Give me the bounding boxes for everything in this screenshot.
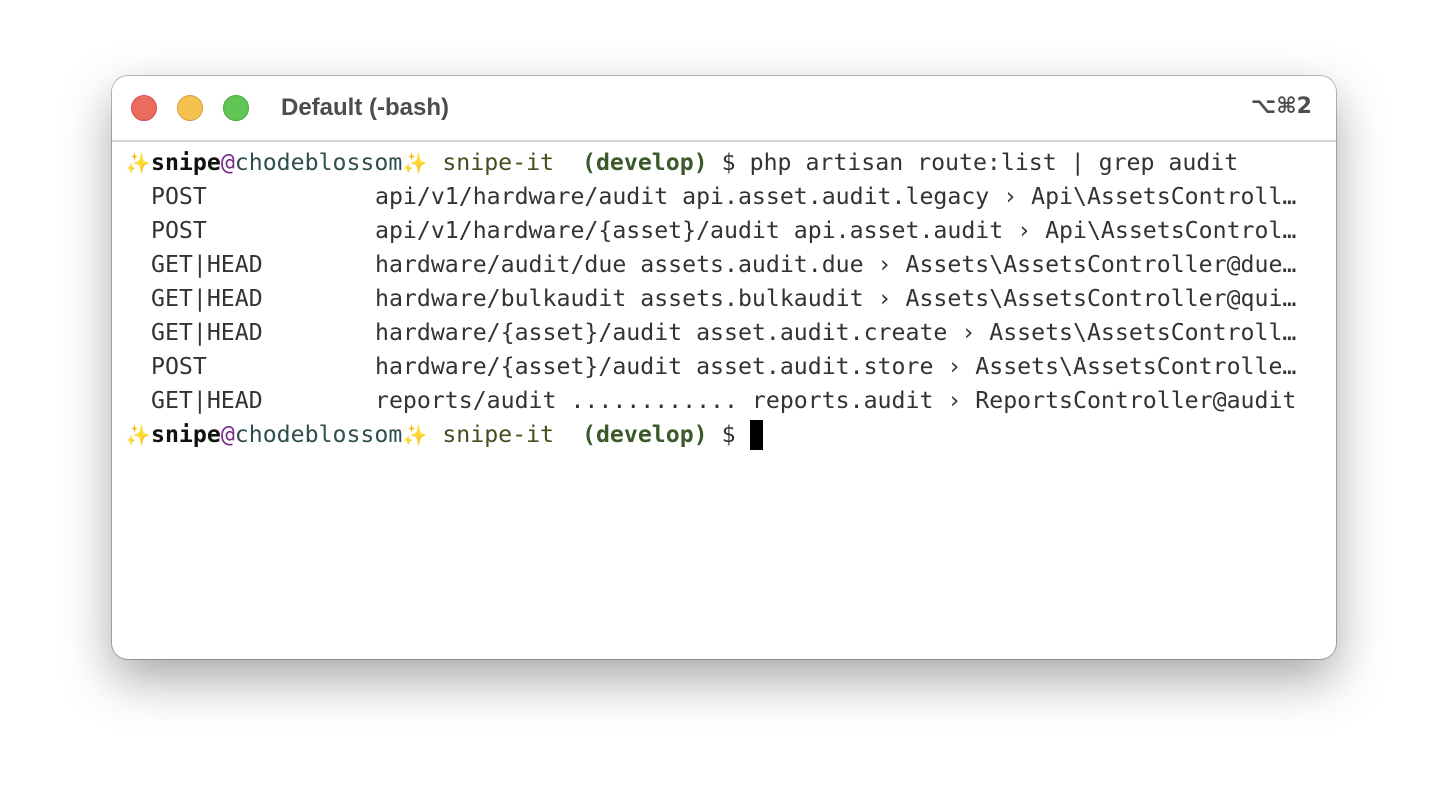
prompt-branch: (develop) (582, 149, 708, 176)
tab-shortcut: ⌥⌘2 (1250, 94, 1312, 119)
window-title: Default (-bash) (281, 94, 449, 121)
route-method: POST (151, 353, 207, 380)
route-method: GET|HEAD (151, 285, 263, 312)
prompt-dir: snipe-it (442, 421, 554, 448)
prompt-user: snipe (151, 421, 221, 448)
sparkle-icon: ✨ (125, 151, 151, 175)
prompt-host: chodeblossom (234, 149, 403, 176)
route-row: POST api/v1/hardware/audit api.asset.audi… (125, 180, 1330, 214)
sparkle-icon: ✨ (402, 423, 428, 447)
prompt-branch: (develop) (582, 421, 708, 448)
route-row: POST hardware/{asset}/audit asset.audit.s… (125, 350, 1330, 384)
title-bar[interactable]: Default (-bash) ⌥⌘2 (112, 76, 1336, 142)
route-row: GET|HEAD hardware/bulkaudit assets.bulkau… (125, 282, 1330, 316)
prompt-host: chodeblossom (234, 421, 403, 448)
prompt-at: @ (220, 149, 235, 176)
route-row: GET|HEAD reports/audit ............ repor… (125, 384, 1330, 418)
route-row: GET|HEAD hardware/{asset}/audit asset.aud… (125, 316, 1330, 350)
prompt-symbol: $ (721, 149, 736, 176)
route-detail: hardware/bulkaudit assets.bulkaudit › As… (375, 285, 1297, 312)
command-text: php artisan route:list | grep audit (749, 149, 1239, 176)
route-detail: hardware/audit/due assets.audit.due › As… (375, 251, 1297, 278)
prompt-line: ✨snipe@chodeblossom✨snipe-it(develop)$ph… (125, 146, 1330, 180)
prompt-symbol: $ (721, 421, 736, 448)
route-detail: api/v1/hardware/{asset}/audit api.asset.… (375, 217, 1297, 244)
route-row: POST api/v1/hardware/{asset}/audit api.as… (125, 214, 1330, 248)
prompt-dir: snipe-it (442, 149, 554, 176)
route-method: GET|HEAD (151, 319, 263, 346)
terminal-window: Default (-bash) ⌥⌘2 ✨snipe@chodeblossom✨… (112, 76, 1336, 659)
route-row: GET|HEAD hardware/audit/due assets.audit.… (125, 248, 1330, 282)
route-detail: hardware/{asset}/audit asset.audit.creat… (375, 319, 1297, 346)
close-button[interactable] (131, 95, 157, 121)
prompt-line: ✨snipe@chodeblossom✨snipe-it(develop)$ (125, 418, 1330, 452)
route-detail: hardware/{asset}/audit asset.audit.store… (375, 353, 1297, 380)
route-method: GET|HEAD (151, 387, 263, 414)
route-detail: api/v1/hardware/audit api.asset.audit.le… (375, 183, 1297, 210)
minimize-button[interactable] (177, 95, 203, 121)
route-method: GET|HEAD (151, 251, 263, 278)
zoom-button[interactable] (223, 95, 249, 121)
prompt-user: snipe (151, 149, 221, 176)
route-method: POST (151, 217, 207, 244)
text-cursor (749, 420, 763, 450)
sparkle-icon: ✨ (402, 151, 428, 175)
sparkle-icon: ✨ (125, 423, 151, 447)
route-detail: reports/audit ............ reports.audit… (375, 387, 1297, 414)
prompt-at: @ (220, 421, 235, 448)
terminal-output[interactable]: ✨snipe@chodeblossom✨snipe-it(develop)$ph… (125, 146, 1330, 452)
route-method: POST (151, 183, 207, 210)
